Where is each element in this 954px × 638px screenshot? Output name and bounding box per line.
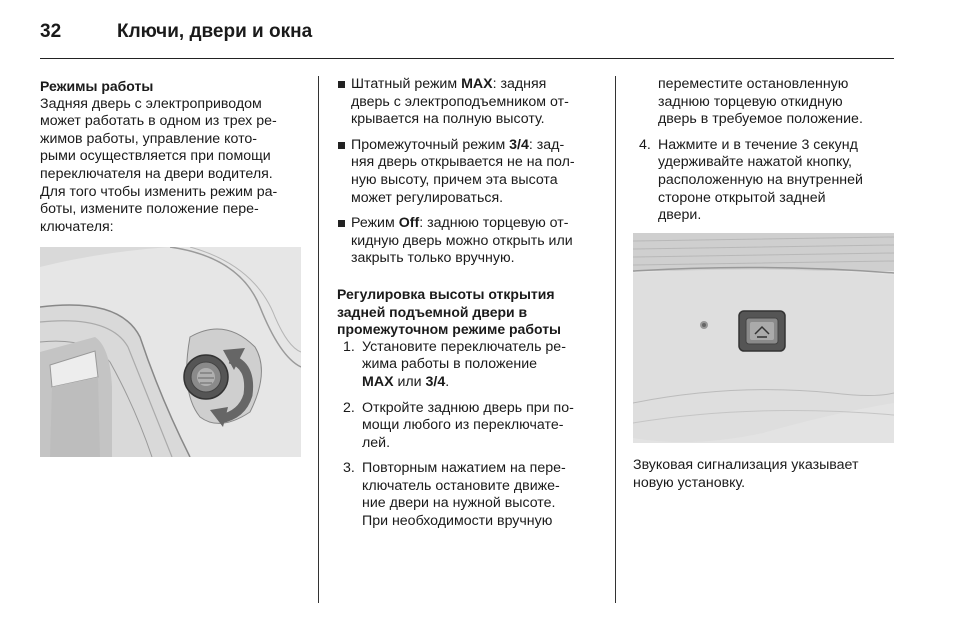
modes-list: Штатный режим MAX: задняя дверь с электр… — [337, 76, 607, 268]
sound-note: Звуковая сигнализация указывает новую ус… — [633, 457, 895, 492]
list-item-mode-off: Режим Off: заднюю торцевую от- кидную дв… — [337, 215, 607, 268]
section-heading-height: Регулировка высоты открытия задней подъе… — [337, 285, 562, 338]
tailgate-button-illustration — [633, 233, 894, 443]
list-item-mode-max: Штатный режим MAX: задняя дверь с электр… — [337, 76, 607, 129]
rotation-arrow-icon — [218, 354, 254, 424]
step-1: 1. Установите переключатель ре- жима раб… — [343, 338, 566, 390]
chapter-title: Ключи, двери и окна — [117, 21, 313, 42]
step-3-continuation: переместите остановленную заднюю торцеву… — [658, 76, 863, 128]
sound-note-text: Звуковая сигнализация указывает новую ус… — [633, 457, 859, 491]
height-steps: 1. Установите переключатель ре- жима раб… — [337, 339, 607, 531]
step-4: 4. Нажмите и в течение 3 секунд удержива… — [639, 136, 863, 224]
column-divider-2 — [615, 76, 616, 603]
column-2: Штатный режим MAX: задняя дверь с электр… — [337, 76, 607, 539]
header-rule — [40, 58, 894, 59]
section-heading-modes: Режимы работы — [40, 78, 154, 94]
column-1: Режимы работы Задняя дверь с электроприв… — [40, 78, 308, 236]
modes-paragraph: Задняя дверь с электроприводом может раб… — [40, 95, 278, 235]
column-3: переместите остановленную заднюю торцеву… — [633, 76, 895, 233]
door-switch-illustration — [40, 247, 301, 457]
page-header: 32 Ключи, двери и окна — [0, 0, 954, 60]
column-divider-1 — [318, 76, 319, 603]
step-2: 2. Откройте заднюю дверь при по- мощи лю… — [343, 399, 574, 451]
height-steps-continued: 4. Нажмите и в течение 3 секунд удержива… — [633, 137, 895, 225]
list-item-mode-three-quarter: Промежуточный режим 3/4: зад- няя дверь … — [337, 137, 607, 207]
step-3: 3. Повторным нажатием на пере- ключатель… — [343, 460, 566, 530]
page-number: 32 — [40, 21, 62, 42]
